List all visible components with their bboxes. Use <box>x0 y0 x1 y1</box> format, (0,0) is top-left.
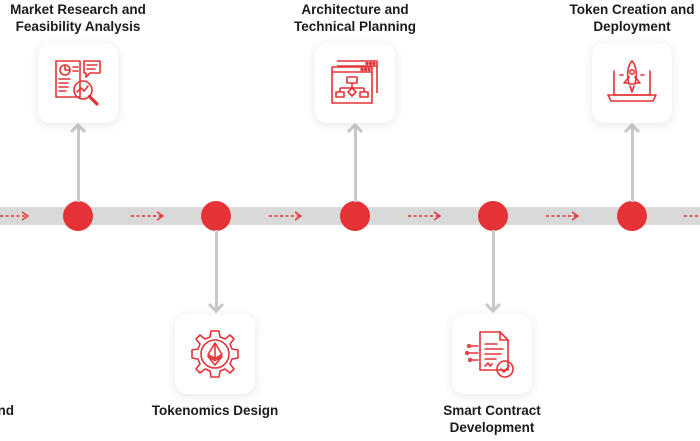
connector-line <box>353 126 357 202</box>
dashed-arrow-icon <box>684 215 700 217</box>
step-label: Token Creation and Deployment <box>569 2 695 34</box>
step-label: Tokenomics Design <box>151 403 279 418</box>
connector-line <box>214 230 218 310</box>
chevron-up-icon <box>70 123 86 133</box>
dashed-arrow-icon <box>0 211 30 221</box>
step-label: Smart Contract Development <box>443 403 541 435</box>
timeline-node <box>617 201 647 231</box>
chevron-down-icon <box>485 303 501 313</box>
contract-document-check-icon <box>464 331 514 378</box>
timeline-node <box>478 201 508 231</box>
step-card <box>592 43 672 123</box>
dashed-arrow-icon <box>546 211 580 221</box>
rocket-laptop-icon <box>607 60 657 102</box>
dashed-arrow-icon <box>408 211 442 221</box>
step-card <box>38 43 118 123</box>
timeline-node <box>201 201 231 231</box>
chevron-up-icon <box>347 123 363 133</box>
step-label: Architecture and Technical Planning <box>293 2 417 34</box>
timeline-node <box>340 201 370 231</box>
chevron-up-icon <box>624 123 640 133</box>
dashed-arrow-icon <box>131 211 165 221</box>
dashed-arrow-icon <box>269 211 303 221</box>
connector-line <box>630 126 634 202</box>
step-card <box>452 314 532 394</box>
step-card <box>315 43 395 123</box>
step-label: Market Research and Feasibility Analysis <box>10 2 146 34</box>
step-card <box>175 314 255 394</box>
timeline-node <box>63 201 93 231</box>
research-chart-magnifier-icon <box>55 60 101 106</box>
architecture-flowchart-window-icon <box>331 60 378 104</box>
chevron-down-icon <box>208 303 224 313</box>
connector-line <box>76 126 80 202</box>
connector-line <box>491 230 495 310</box>
step-label-partial: nd <box>0 403 14 418</box>
gear-ethereum-icon <box>191 330 239 378</box>
